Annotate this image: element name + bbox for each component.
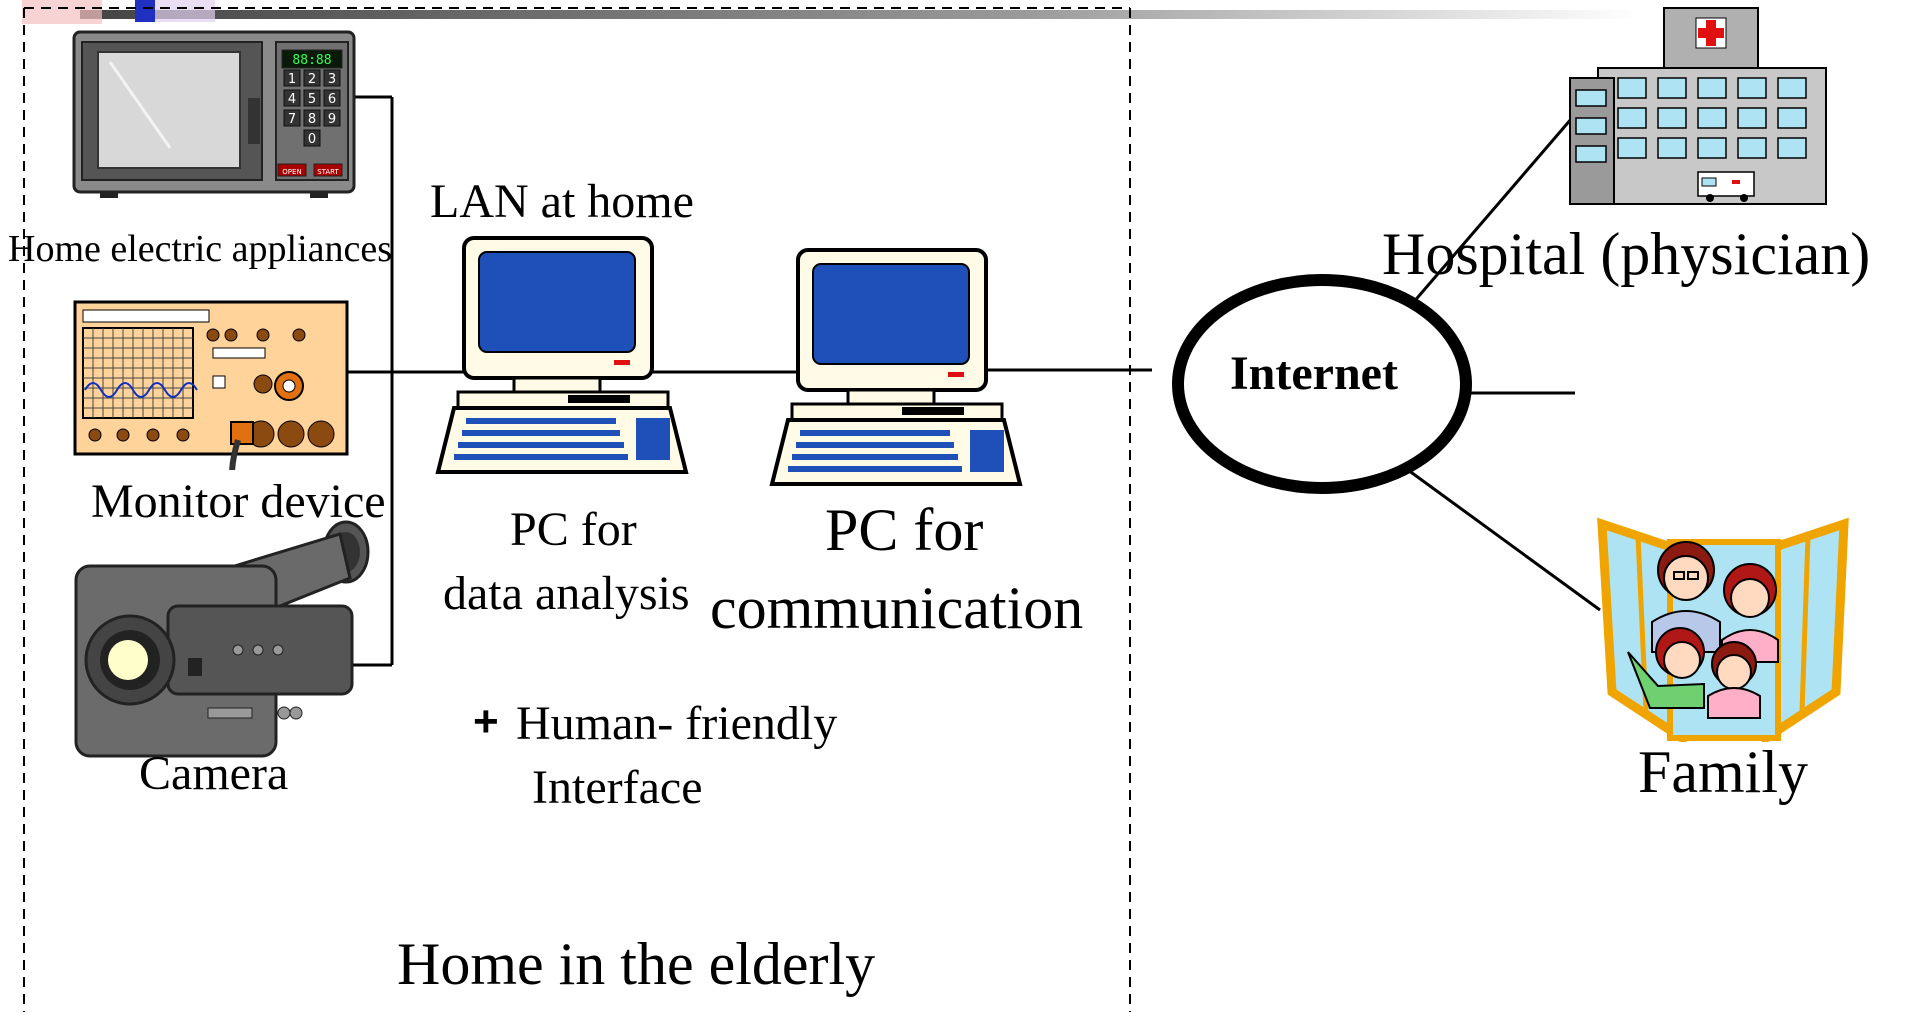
hospital-icon bbox=[1569, 7, 1827, 205]
label-pc-communication-line1: PC for bbox=[825, 497, 984, 563]
microwave-key-label: 1 bbox=[288, 72, 296, 87]
label-internet: Internet bbox=[1230, 347, 1398, 400]
microwave-key-label: 2 bbox=[308, 72, 316, 87]
microwave-key bbox=[303, 69, 321, 87]
microwave-key bbox=[303, 109, 321, 127]
header-accent-left bbox=[22, 0, 102, 24]
label-interface-line1: Human- friendly bbox=[516, 697, 838, 750]
microwave-key-label: 4 bbox=[288, 92, 296, 107]
camera-icon bbox=[74, 520, 370, 758]
pc-communication-icon bbox=[769, 248, 1023, 486]
microwave-key bbox=[323, 69, 341, 87]
microwave-key bbox=[323, 109, 341, 127]
microwave-key bbox=[283, 89, 301, 107]
monitor-device-icon bbox=[73, 300, 349, 470]
label-home-in-the-elderly: Home in the elderly bbox=[397, 931, 876, 997]
label-monitor-device: Monitor device bbox=[91, 475, 386, 528]
svg-text:88:88: 88:88 bbox=[292, 53, 331, 68]
svg-text:START: START bbox=[317, 168, 339, 176]
label-interface-line2: Interface bbox=[532, 761, 703, 814]
microwave-key bbox=[303, 129, 321, 147]
microwave-key bbox=[283, 69, 301, 87]
interface-plus-sign: + bbox=[473, 697, 499, 746]
header-bar bbox=[80, 10, 1640, 19]
label-lan-at-home: LAN at home bbox=[430, 175, 694, 228]
wire-to-hospital bbox=[1410, 117, 1574, 305]
label-home-electric-appliances: Home electric appliances bbox=[8, 228, 393, 270]
pc-analysis-icon bbox=[435, 236, 689, 474]
header-accent-square bbox=[135, 0, 155, 22]
svg-text:OPEN: OPEN bbox=[282, 168, 301, 176]
label-pc-analysis-line1: PC for bbox=[510, 503, 637, 556]
label-family: Family bbox=[1638, 739, 1809, 805]
header-accent-right bbox=[155, 0, 215, 22]
label-camera: Camera bbox=[139, 747, 289, 800]
microwave-key-label: 3 bbox=[328, 72, 336, 87]
label-pc-communication-line2: communication bbox=[710, 575, 1084, 641]
microwave-key-label: 0 bbox=[308, 132, 316, 147]
label-pc-analysis-line2: data analysis bbox=[443, 567, 690, 620]
microwave-key-label: 5 bbox=[308, 92, 316, 107]
microwave-key-label: 8 bbox=[308, 112, 316, 127]
microwave-key bbox=[283, 109, 301, 127]
wire-to-family bbox=[1407, 468, 1601, 612]
family-icon bbox=[1597, 517, 1849, 742]
microwave-key bbox=[323, 89, 341, 107]
microwave-key-label: 7 bbox=[288, 112, 296, 127]
microwave-key-label: 9 bbox=[328, 112, 336, 127]
label-hospital: Hospital (physician) bbox=[1382, 221, 1871, 287]
microwave-key bbox=[303, 89, 321, 107]
internet-ellipse bbox=[1172, 274, 1472, 494]
microwave-key-label: 6 bbox=[328, 92, 336, 107]
